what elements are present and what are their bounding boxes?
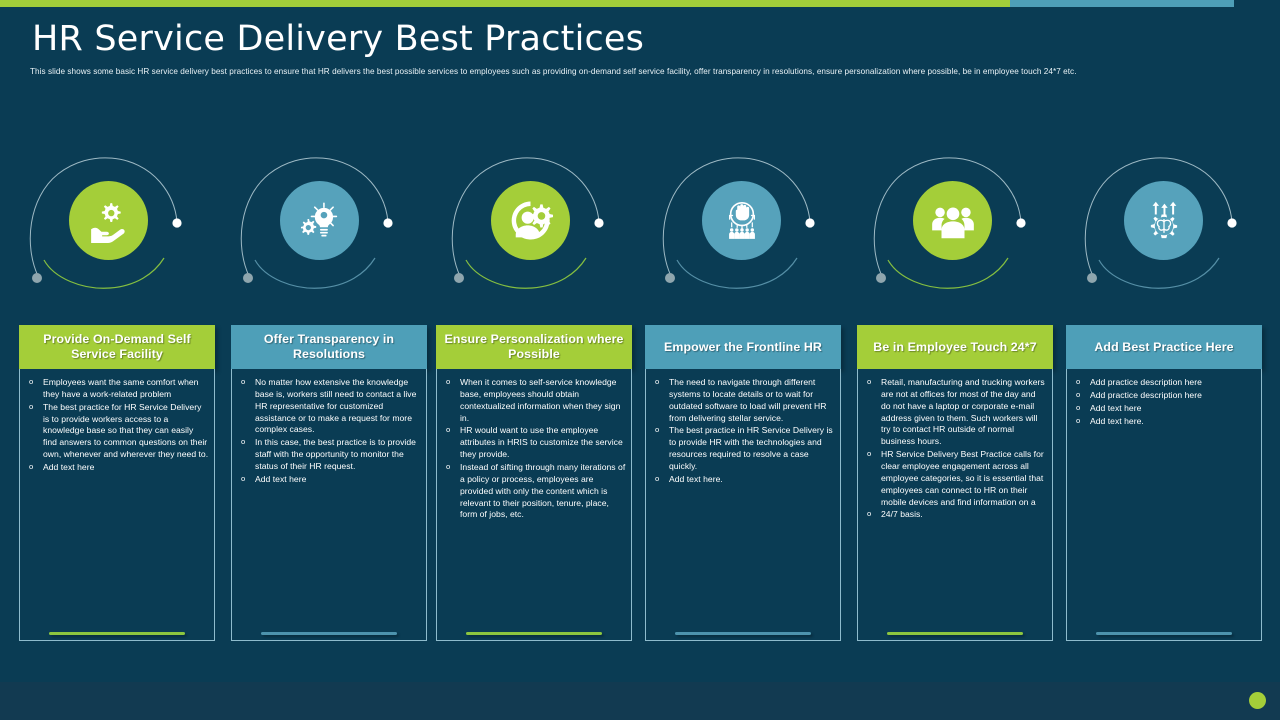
card-accent-bar (49, 632, 185, 635)
practice-card-3: Ensure Personalization where PossibleWhe… (436, 325, 632, 641)
card-header-1[interactable]: Provide On-Demand Self Service Facility (19, 325, 215, 369)
top-accent-bar-teal (1010, 0, 1234, 7)
practice-card-4: Empower the Frontline HR The need to navi… (645, 325, 841, 641)
practice-card-5: Be in Employee Touch 24*7Retail, manufac… (857, 325, 1053, 641)
list-item: In this case, the best practice is to pr… (236, 437, 421, 473)
cards-row: Provide On-Demand Self Service FacilityE… (0, 325, 1280, 645)
list-item: Add practice description here (1071, 390, 1256, 402)
card-header-4[interactable]: Empower the Frontline HR (645, 325, 841, 369)
practice-card-6: Add Best Practice HereAdd practice descr… (1066, 325, 1262, 641)
card-body-4: The need to navigate through different s… (645, 369, 841, 641)
card-title: Ensure Personalization where Possible (444, 332, 624, 361)
list-item: 24/7 basis. (862, 509, 1047, 521)
orbit-decoration (1084, 157, 1237, 289)
list-item: The need to navigate through different s… (650, 377, 835, 424)
bullet-list: Retail, manufacturing and trucking worke… (862, 377, 1047, 521)
card-title: Provide On-Demand Self Service Facility (43, 332, 191, 361)
list-item: Employees want the same comfort when the… (24, 377, 209, 401)
list-item: HR Service Delivery Best Practice calls … (862, 449, 1047, 508)
card-accent-bar (466, 632, 602, 635)
card-body-3: When it comes to self-service knowledge … (436, 369, 632, 641)
bullet-list: The need to navigate through different s… (650, 377, 835, 486)
icon-unit-5 (858, 148, 1069, 293)
people-group-icon (913, 181, 992, 260)
list-item: Add practice description here (1071, 377, 1256, 389)
list-item: Add text here. (650, 474, 835, 486)
card-accent-bar (887, 632, 1023, 635)
footer-dot-icon (1249, 692, 1266, 709)
hand-holding-gear-icon (69, 181, 148, 260)
slide-header: HR Service Delivery Best Practices This … (0, 7, 1280, 78)
icon-unit-4 (647, 148, 858, 293)
card-header-2[interactable]: Offer Transparency in Resolutions (231, 325, 427, 369)
card-title: Be in Employee Touch 24*7 (873, 339, 1037, 354)
list-item: The best practice in HR Service Delivery… (650, 425, 835, 472)
slide-footer (0, 682, 1280, 720)
bullet-list: Add practice description hereAdd practic… (1071, 377, 1256, 427)
bullet-list: When it comes to self-service knowledge … (441, 377, 626, 521)
card-accent-bar (261, 632, 397, 635)
icon-unit-6 (1069, 148, 1280, 293)
practice-card-2: Offer Transparency in Resolutions No matt… (231, 325, 427, 641)
bullet-list: Employees want the same comfort when the… (24, 377, 209, 474)
brain-gear-arrows-icon (1124, 181, 1203, 260)
card-title: Add Best Practice Here (1094, 339, 1234, 354)
card-header-5[interactable]: Be in Employee Touch 24*7 (857, 325, 1053, 369)
lightbulb-gear-icon (280, 181, 359, 260)
list-item: Add text here. (1071, 416, 1256, 428)
page-subtitle: This slide shows some basic HR service d… (30, 67, 1077, 77)
orbit-decoration (29, 157, 182, 289)
icon-unit-2 (225, 148, 436, 293)
list-item: When it comes to self-service knowledge … (441, 377, 626, 424)
orbit-decoration (240, 157, 393, 289)
practice-card-1: Provide On-Demand Self Service FacilityE… (19, 325, 215, 641)
user-settings-gear-icon (491, 181, 570, 260)
page-title: HR Service Delivery Best Practices (32, 19, 645, 59)
list-item: Add text here (236, 474, 421, 486)
card-header-6[interactable]: Add Best Practice Here (1066, 325, 1262, 369)
bullet-list: No matter how extensive the knowledge ba… (236, 377, 421, 486)
icon-unit-3 (436, 148, 647, 293)
card-accent-bar (675, 632, 811, 635)
card-body-5: Retail, manufacturing and trucking worke… (857, 369, 1053, 641)
list-item: Instead of sifting through many iteratio… (441, 462, 626, 521)
card-header-3[interactable]: Ensure Personalization where Possible (436, 325, 632, 369)
orbit-decoration (873, 157, 1026, 289)
list-item: The best practice for HR Service Deliver… (24, 402, 209, 461)
card-body-6: Add practice description hereAdd practic… (1066, 369, 1262, 641)
orbit-decoration (662, 157, 815, 289)
list-item: Add text here (1071, 403, 1256, 415)
orbit-decoration (451, 157, 604, 289)
icon-unit-1 (14, 148, 225, 293)
list-item: Add text here (24, 462, 209, 474)
list-item: Retail, manufacturing and trucking worke… (862, 377, 1047, 448)
raised-fist-team-icon (702, 181, 781, 260)
list-item: No matter how extensive the knowledge ba… (236, 377, 421, 436)
card-accent-bar (1096, 632, 1232, 635)
card-body-2: No matter how extensive the knowledge ba… (231, 369, 427, 641)
icon-row (0, 148, 1280, 293)
list-item: HR would want to use the employee attrib… (441, 425, 626, 461)
card-body-1: Employees want the same comfort when the… (19, 369, 215, 641)
card-title: Offer Transparency in Resolutions (263, 332, 395, 361)
top-accent-bar-green (0, 0, 1010, 7)
card-title: Empower the Frontline HR (664, 339, 822, 354)
